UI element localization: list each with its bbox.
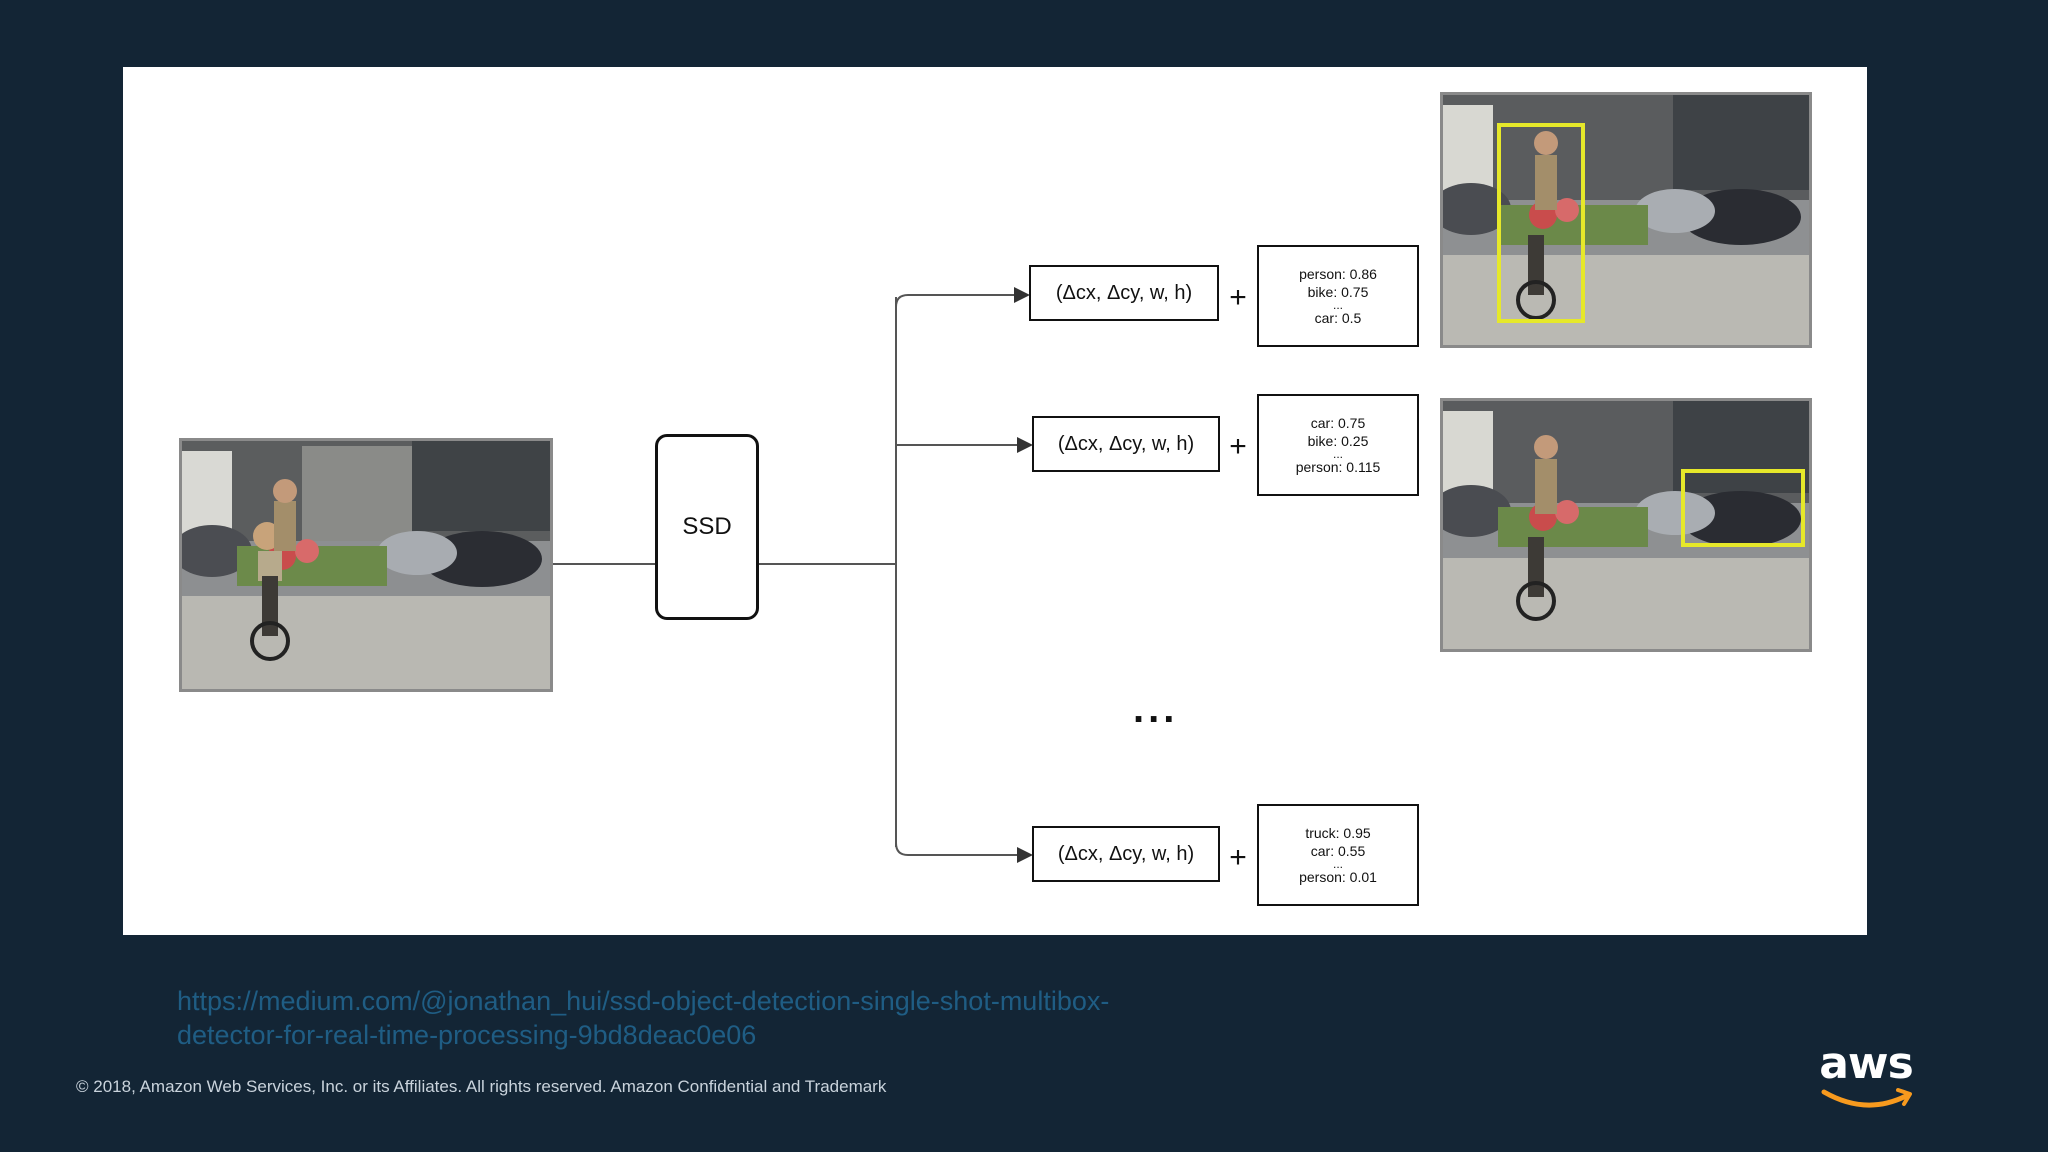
class-scores-box-3: truck: 0.95 car: 0.55 ... person: 0.01 <box>1257 804 1419 906</box>
score-dots-2: ... <box>1332 447 1343 461</box>
class-scores-box-1: person: 0.86 bike: 0.75 ... car: 0.5 <box>1257 245 1419 347</box>
score-dots-3: ... <box>1332 857 1343 871</box>
plus-sign-3: + <box>1229 841 1247 874</box>
score-line-1-2: bike: 0.75 <box>1307 284 1369 300</box>
input-street-photo <box>179 438 553 692</box>
score-line-1-3: car: 0.5 <box>1314 310 1362 326</box>
score-line-3-1: truck: 0.95 <box>1305 825 1371 841</box>
bbox-offset-text-2: (Δcx, Δcy, w, h) <box>1057 432 1195 455</box>
person-detection-box <box>1497 123 1585 323</box>
bbox-offset-text-3: (Δcx, Δcy, w, h) <box>1057 842 1195 865</box>
ssd-model-box: SSD <box>655 434 759 620</box>
score-line-3-2: car: 0.55 <box>1310 843 1366 859</box>
plus-sign-1: + <box>1229 281 1247 314</box>
score-line-2-3: person: 0.115 <box>1295 459 1381 475</box>
bbox-offset-box-2: (Δcx, Δcy, w, h) <box>1032 416 1220 472</box>
branch-arrow-1 <box>895 287 1030 308</box>
bbox-offset-box-1: (Δcx, Δcy, w, h) <box>1029 265 1219 321</box>
car-detection-box <box>1681 469 1805 547</box>
source-link-line-2[interactable]: detector-for-real-time-processing-9bd8de… <box>177 1020 757 1050</box>
detection-photo-person <box>1440 92 1812 348</box>
class-scores-box-2: car: 0.75 bike: 0.25 ... person: 0.115 <box>1257 394 1419 496</box>
branch-arrow-3 <box>895 842 1033 863</box>
score-dots-1: ... <box>1332 298 1343 312</box>
aws-smile-icon <box>1821 1088 1912 1108</box>
source-link[interactable]: https://medium.com/@jonathan_hui/ssd-obj… <box>177 984 1177 1052</box>
more-outputs-ellipsis: ... <box>1133 687 1179 731</box>
diagram-panel: SSD (Δcx, Δcy, w, h) + person: 0.86 bike… <box>123 67 1867 935</box>
detection-photo-car <box>1440 398 1812 652</box>
score-line-3-3: person: 0.01 <box>1299 869 1377 885</box>
bbox-offset-box-3: (Δcx, Δcy, w, h) <box>1032 826 1220 882</box>
score-line-2-1: car: 0.75 <box>1310 415 1366 431</box>
source-link-line-1[interactable]: https://medium.com/@jonathan_hui/ssd-obj… <box>177 986 1110 1016</box>
copyright-footer: © 2018, Amazon Web Services, Inc. or its… <box>76 1077 887 1096</box>
score-line-2-2: bike: 0.25 <box>1307 433 1369 449</box>
connector-lines <box>553 287 1033 863</box>
plus-sign-2: + <box>1229 430 1247 463</box>
score-line-1-1: person: 0.86 <box>1299 266 1377 282</box>
bbox-offset-text-1: (Δcx, Δcy, w, h) <box>1055 281 1193 304</box>
ssd-label: SSD <box>682 513 732 540</box>
aws-logo-word: aws <box>1819 1038 1914 1089</box>
aws-logo: aws <box>1814 1042 1918 1118</box>
